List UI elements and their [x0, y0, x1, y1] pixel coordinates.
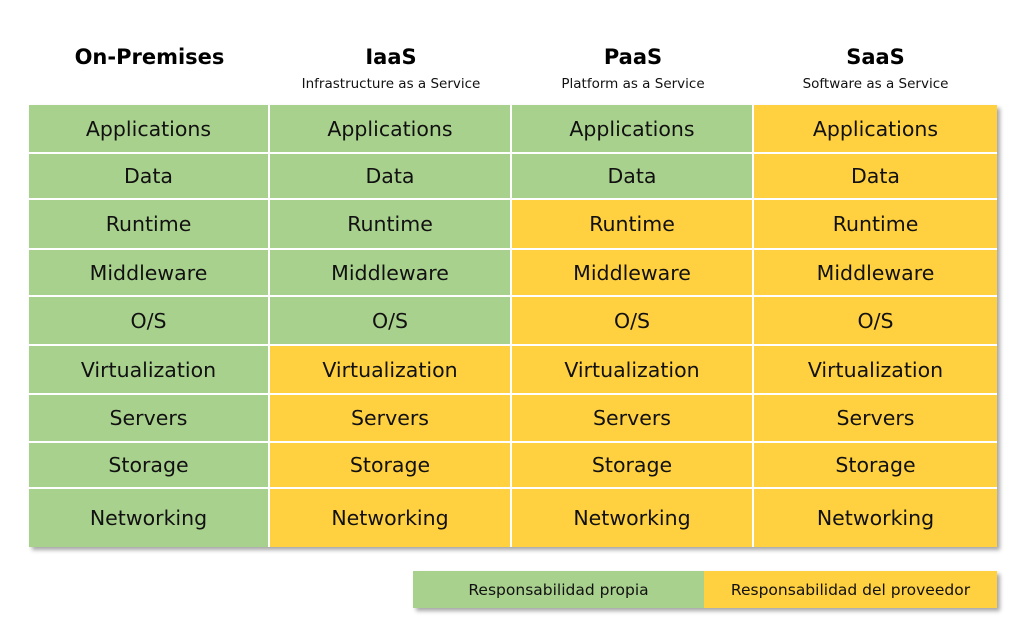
matrix-cell-paas-servers: Servers [512, 395, 754, 443]
matrix-cell-saas-storage: Storage [754, 443, 997, 489]
matrix-cell-paas-o-s: O/S [512, 297, 754, 346]
column-header-paas: PaaS Platform as a Service [512, 40, 754, 94]
column-title: On-Premises [74, 45, 225, 69]
matrix-cell-iaas-servers: Servers [270, 395, 512, 443]
column-subtitle: Platform as a Service [561, 76, 705, 92]
matrix-cell-on-premises-runtime: Runtime [29, 200, 270, 250]
legend: Responsabilidad propia Responsabilidad d… [413, 571, 997, 608]
column-title: IaaS [365, 45, 417, 69]
column-title: PaaS [603, 45, 663, 69]
matrix-cell-iaas-runtime: Runtime [270, 200, 512, 250]
matrix-cell-saas-applications: Applications [754, 105, 997, 154]
legend-own-responsibility: Responsabilidad propia [413, 571, 704, 608]
matrix-cell-iaas-middleware: Middleware [270, 250, 512, 297]
matrix-cell-on-premises-virtualization: Virtualization [29, 346, 270, 395]
column-header-iaas: IaaS Infrastructure as a Service [270, 40, 512, 94]
column-header-saas: SaaS Software as a Service [754, 40, 997, 94]
column-subtitle: Software as a Service [802, 76, 949, 92]
matrix-cell-on-premises-data: Data [29, 154, 270, 200]
matrix-cell-paas-networking: Networking [512, 489, 754, 547]
matrix-cell-saas-o-s: O/S [754, 297, 997, 346]
matrix-cell-iaas-o-s: O/S [270, 297, 512, 346]
matrix-cell-paas-virtualization: Virtualization [512, 346, 754, 395]
matrix-cell-iaas-applications: Applications [270, 105, 512, 154]
matrix-cell-on-premises-applications: Applications [29, 105, 270, 154]
matrix-cell-paas-applications: Applications [512, 105, 754, 154]
matrix-cell-saas-middleware: Middleware [754, 250, 997, 297]
matrix-cell-saas-servers: Servers [754, 395, 997, 443]
column-subtitle: Infrastructure as a Service [301, 76, 481, 92]
matrix-cell-paas-storage: Storage [512, 443, 754, 489]
matrix-cell-iaas-virtualization: Virtualization [270, 346, 512, 395]
matrix-cell-on-premises-networking: Networking [29, 489, 270, 547]
matrix-cell-on-premises-middleware: Middleware [29, 250, 270, 297]
column-header-on-premises: On-Premises [29, 40, 270, 74]
matrix-cell-on-premises-servers: Servers [29, 395, 270, 443]
matrix-cell-paas-data: Data [512, 154, 754, 200]
matrix-cell-iaas-storage: Storage [270, 443, 512, 489]
matrix-cell-on-premises-storage: Storage [29, 443, 270, 489]
matrix-cell-saas-virtualization: Virtualization [754, 346, 997, 395]
matrix-cell-saas-runtime: Runtime [754, 200, 997, 250]
matrix-cell-paas-middleware: Middleware [512, 250, 754, 297]
column-title: SaaS [846, 45, 905, 69]
matrix-cell-saas-networking: Networking [754, 489, 997, 547]
matrix-cell-iaas-networking: Networking [270, 489, 512, 547]
matrix-cell-iaas-data: Data [270, 154, 512, 200]
matrix-cell-paas-runtime: Runtime [512, 200, 754, 250]
matrix-cell-on-premises-o-s: O/S [29, 297, 270, 346]
matrix-cell-saas-data: Data [754, 154, 997, 200]
legend-provider-responsibility: Responsabilidad del proveedor [704, 571, 997, 608]
